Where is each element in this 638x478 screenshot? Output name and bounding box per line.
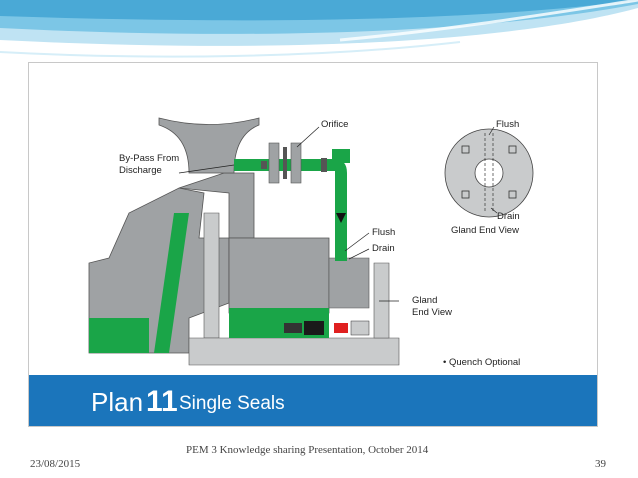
drain-label: Drain	[372, 243, 395, 254]
gland-label-line1: Gland	[412, 295, 437, 306]
gland-drain-label: Drain	[497, 211, 520, 222]
orifice-label: Orifice	[321, 119, 348, 130]
plan-banner: Plan 11 Single Seals	[29, 375, 597, 426]
leader-lines	[178, 126, 498, 302]
gland-end-view-drawing	[444, 128, 534, 218]
pump-casing	[88, 172, 400, 366]
footer-title: PEM 3 Knowledge sharing Presentation, Oc…	[186, 444, 429, 456]
header-swoosh-decoration	[0, 0, 638, 58]
page-number: 39	[595, 458, 606, 470]
bypass-label-line1: By-Pass From	[119, 153, 179, 164]
plan-subtitle: Single Seals	[179, 393, 285, 414]
footer-date: 23/08/2015	[30, 458, 81, 470]
gland-flush-label: Flush	[496, 119, 519, 130]
bypass-flush-pipe	[234, 142, 350, 261]
bypass-label-line2: Discharge	[119, 165, 162, 176]
gland-label-line2: End View	[412, 307, 452, 318]
gland-end-view-label: Gland End View	[451, 225, 519, 236]
quench-optional-note: • Quench Optional	[443, 357, 520, 368]
plan-number: 11	[146, 385, 178, 418]
seal-plan-diagram: Orifice By-Pass From Discharge Flush Dra…	[88, 117, 534, 368]
plan-11-figure: Orifice By-Pass From Discharge Flush Dra…	[28, 62, 598, 427]
plan-word: Plan	[91, 387, 144, 417]
flush-label: Flush	[372, 227, 395, 238]
